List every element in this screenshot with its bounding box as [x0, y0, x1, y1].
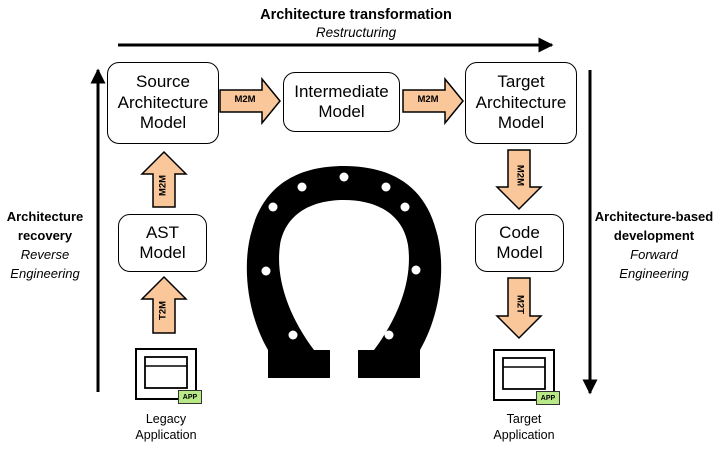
- development-sub-2: Engineering: [619, 265, 689, 281]
- recovery-sub-2: Engineering: [10, 265, 80, 281]
- legacy-app-caption: Legacy Application: [135, 412, 197, 442]
- intermediate-model-box: Intermediate Model: [283, 72, 400, 132]
- recovery-title-2: recovery: [17, 227, 73, 243]
- target-app-caption: Target Application: [493, 412, 555, 442]
- m2m-label-up: M2M: [157, 174, 169, 197]
- development-title-1: Architecture-based: [594, 209, 714, 224]
- legacy-app-badge: APP: [178, 390, 202, 404]
- m2m-arrow-target-code: [495, 149, 543, 211]
- m2t-label: M2T: [514, 294, 526, 314]
- ast-model-label: AST Model: [139, 222, 186, 262]
- m2m-arrow-ast-source: [140, 150, 188, 208]
- source-architecture-model-box: Source Architecture Model: [107, 62, 219, 144]
- target-architecture-model-box: Target Architecture Model: [465, 62, 577, 144]
- development-sub-1: Forward: [630, 246, 678, 262]
- source-architecture-model-label: Source Architecture Model: [117, 72, 209, 133]
- m2m-label-2: M2M: [417, 94, 439, 105]
- development-label: Architecture-based development Forward E…: [588, 208, 720, 283]
- target-app-icon: [493, 349, 555, 401]
- diagram-subtitle: Restructuring: [315, 25, 397, 40]
- recovery-sub-1: Reverse: [20, 246, 70, 262]
- development-title-2: development: [613, 227, 695, 243]
- m2m-label-1: M2M: [234, 94, 256, 105]
- m2m-arrow-intermediate-target: [402, 76, 464, 126]
- m2t-arrow-code-targetapp: [495, 277, 543, 340]
- target-app-badge: APP: [536, 391, 560, 405]
- m2m-label-down: M2M: [514, 164, 526, 187]
- t2m-label: T2M: [157, 300, 169, 320]
- intermediate-model-label: Intermediate Model: [294, 81, 389, 121]
- horseshoe-icon: [246, 166, 442, 378]
- code-model-box: Code Model: [475, 214, 564, 272]
- t2m-arrow-legacy-ast: [140, 275, 188, 334]
- ast-model-box: AST Model: [118, 214, 207, 272]
- m2m-arrow-source-intermediate: [219, 76, 281, 126]
- diagram-title: Architecture transformation: [260, 7, 452, 23]
- code-model-label: Code Model: [496, 222, 543, 262]
- target-architecture-model-label: Target Architecture Model: [475, 72, 567, 133]
- recovery-label: Architecture recovery Reverse Engineerin…: [0, 208, 90, 283]
- recovery-title-1: Architecture: [6, 209, 84, 224]
